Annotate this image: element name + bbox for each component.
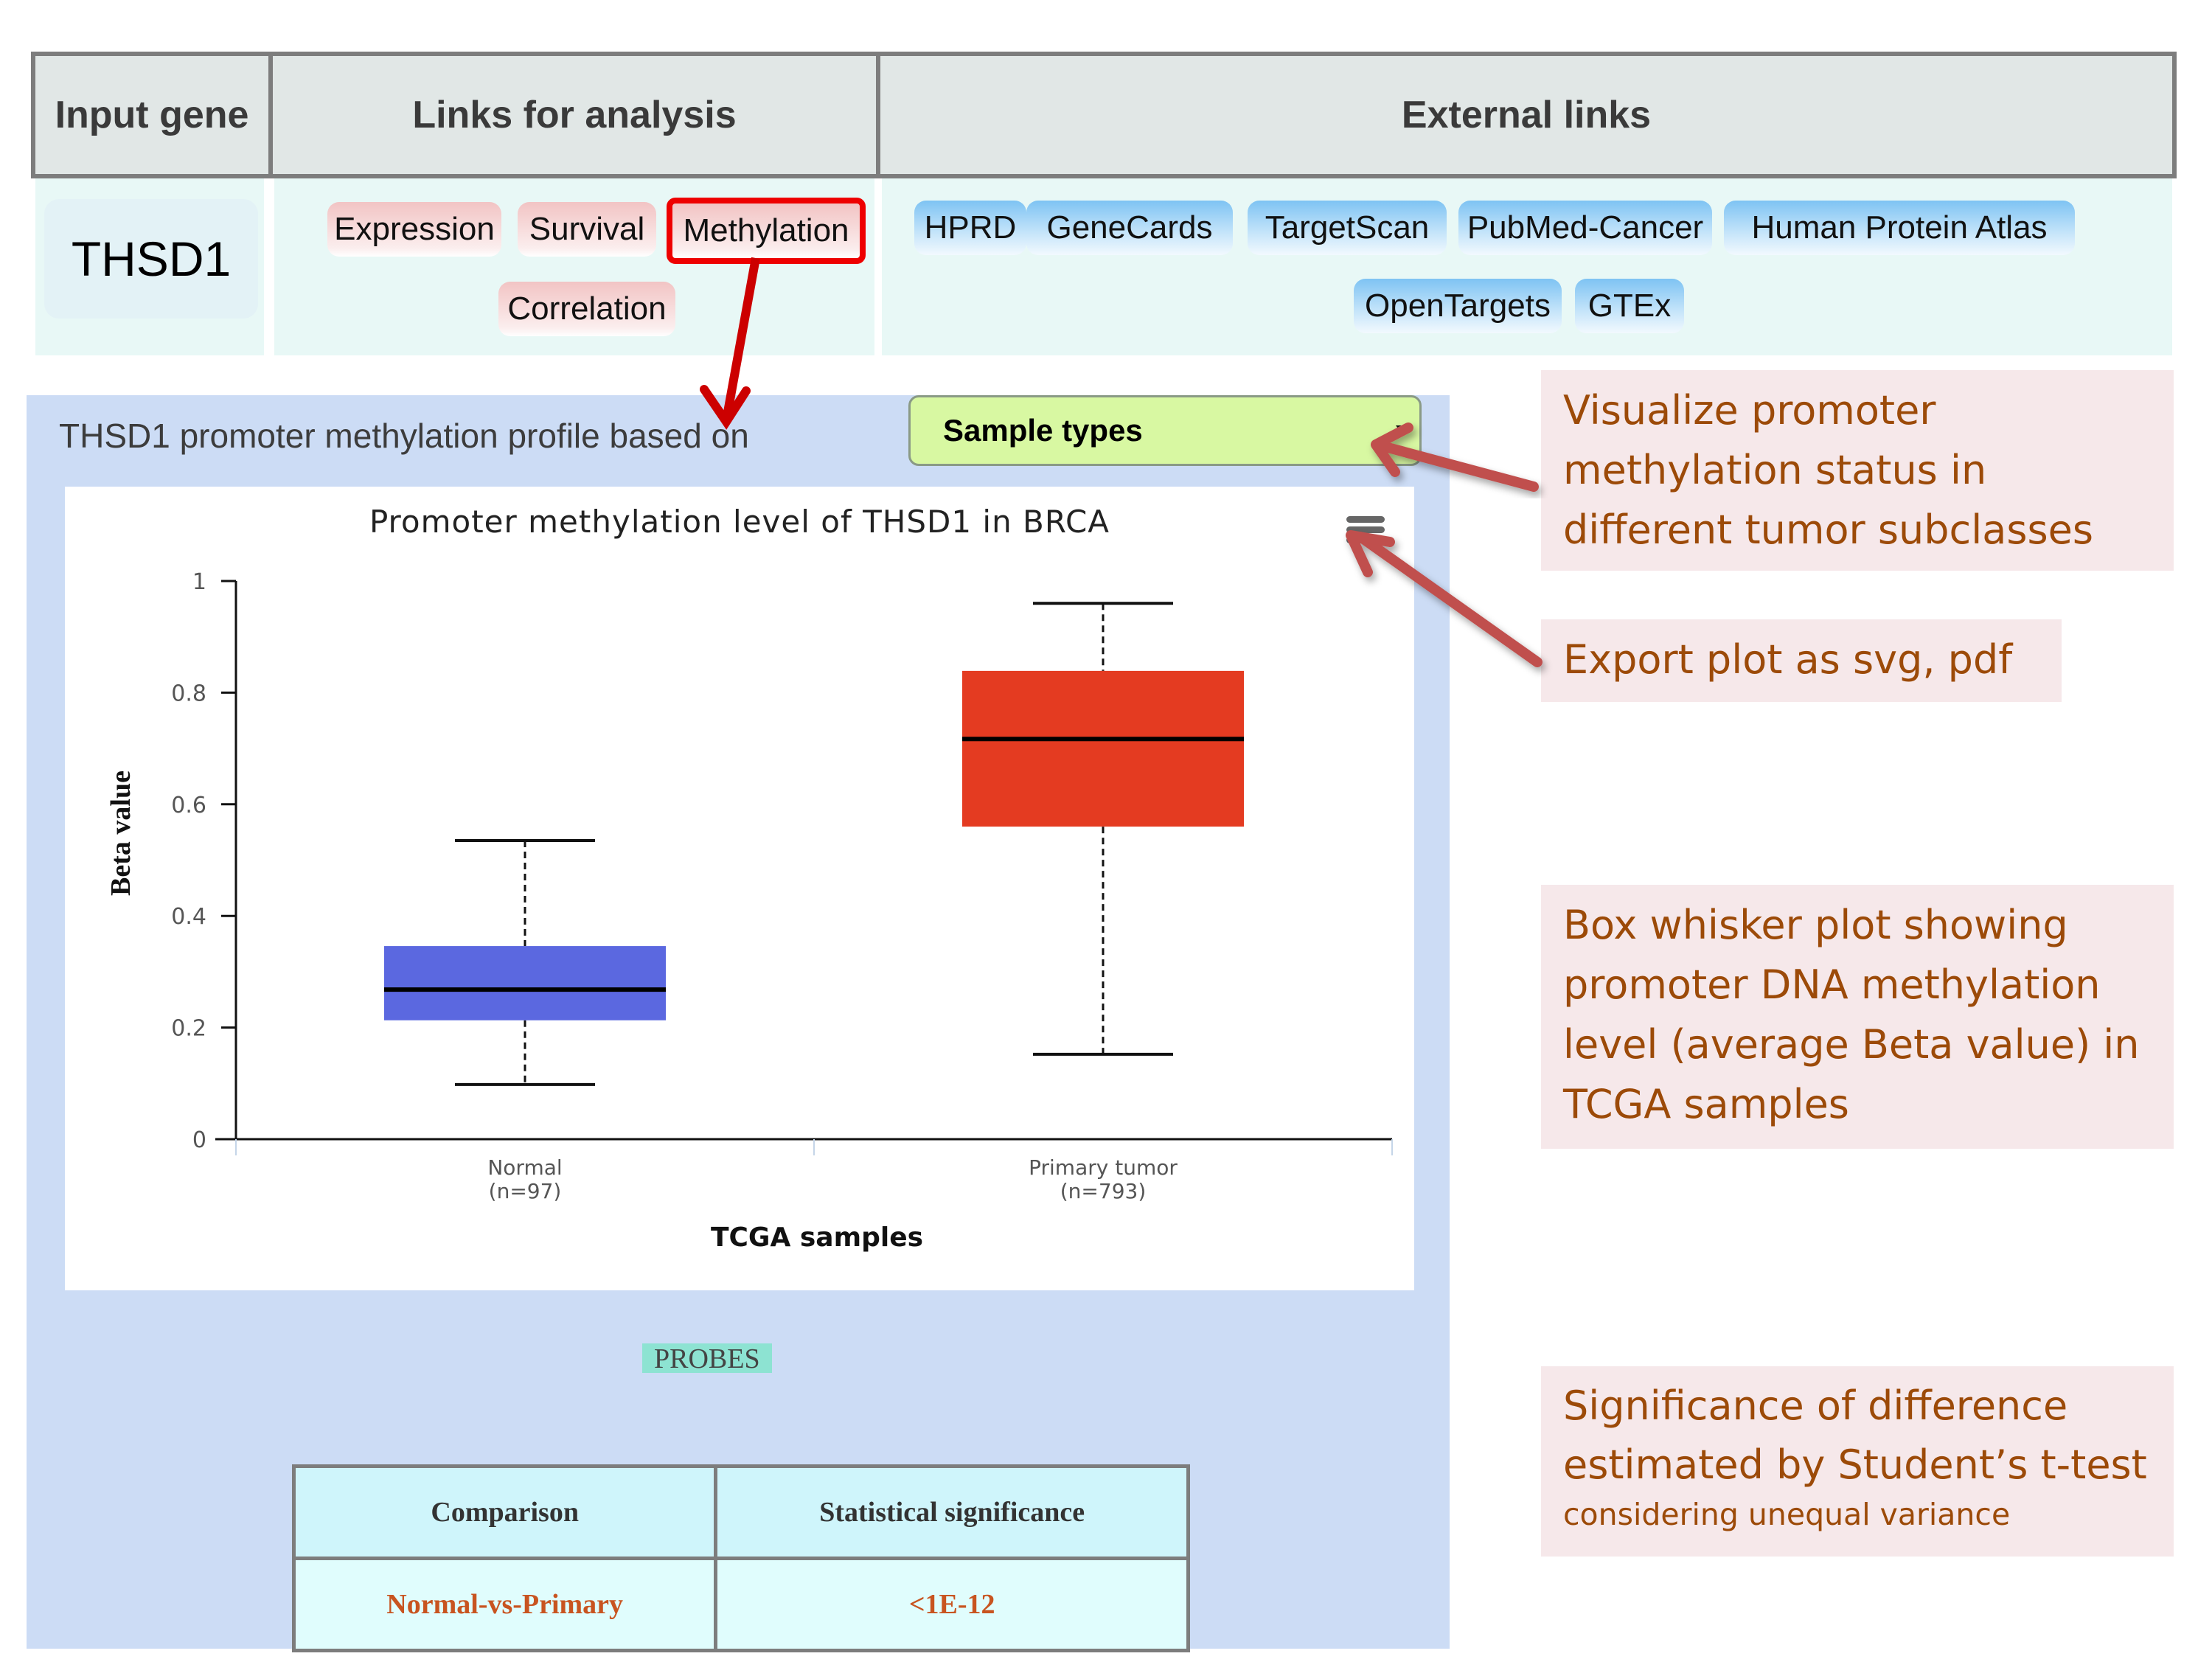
header-external-links: External links	[876, 52, 2177, 178]
gene-cell-container: THSD1	[35, 178, 264, 355]
sample-type-dropdown[interactable]: Sample types	[908, 395, 1422, 466]
x-tick-sample-count: (n=97)	[489, 1179, 562, 1203]
analysis-links-cell: Expression Survival Methylation Correlat…	[274, 178, 874, 355]
targetscan-link[interactable]: TargetScan	[1248, 201, 1447, 255]
significance-table: Comparison Statistical significance Norm…	[291, 1464, 1190, 1652]
human-protein-atlas-link[interactable]: Human Protein Atlas	[1724, 201, 2075, 255]
x-tick-sample-count: (n=793)	[1060, 1179, 1147, 1203]
y-tick-label: 0.2	[171, 1016, 206, 1042]
ttest-annotation: Significance of difference estimated by …	[1541, 1366, 2174, 1557]
correlation-link[interactable]: Correlation	[498, 282, 675, 336]
export-annotation: Export plot as svg, pdf	[1541, 619, 2062, 702]
header-links-for-analysis: Links for analysis	[268, 52, 880, 178]
hprd-link[interactable]: HPRD	[914, 201, 1026, 255]
opentargets-link[interactable]: OpenTargets	[1354, 279, 1562, 333]
gene-name: THSD1	[44, 199, 258, 319]
dropdown-value: Sample types	[943, 413, 1143, 448]
pubmed-cancer-link[interactable]: PubMed-Cancer	[1458, 201, 1712, 255]
x-tick-label: Primary tumor	[1029, 1155, 1178, 1180]
y-tick-label: 0.6	[171, 793, 206, 818]
chevron-down-icon	[1396, 425, 1409, 434]
ttest-annotation-sub: considering unequal variance	[1563, 1497, 2011, 1532]
comparison-header: Comparison	[291, 1464, 718, 1560]
expression-link[interactable]: Expression	[327, 202, 501, 257]
comparison-cell: Normal-vs-Primary	[291, 1557, 718, 1652]
y-tick-label: 0.8	[171, 681, 206, 706]
table-row: Normal-vs-Primary <1E-12	[291, 1557, 1190, 1652]
chart-title: Promoter methylation level of THSD1 in B…	[369, 504, 1110, 540]
y-tick-label: 0	[192, 1127, 206, 1153]
methylation-panel: THSD1 promoter methylation profile based…	[27, 395, 1450, 1652]
survival-link[interactable]: Survival	[518, 202, 656, 257]
ttest-annotation-main: Significance of difference estimated by …	[1563, 1382, 2147, 1488]
box-normal	[384, 946, 666, 1020]
profile-label: THSD1 promoter methylation profile based…	[59, 417, 749, 455]
external-links-cell: HPRD GeneCards TargetScan PubMed-Cancer …	[882, 178, 2172, 355]
significance-cell: <1E-12	[714, 1557, 1190, 1652]
x-axis-label: TCGA samples	[711, 1222, 923, 1253]
y-tick-label: 1	[192, 569, 206, 595]
significance-header: Statistical significance	[714, 1464, 1190, 1560]
y-tick-label: 0.4	[171, 904, 206, 930]
boxplot-chart: Promoter methylation level of THSD1 in B…	[105, 504, 1393, 1253]
boxplot-card: Promoter methylation level of THSD1 in B…	[65, 487, 1414, 1290]
y-axis-label: Beta value	[105, 771, 136, 896]
methylation-link[interactable]: Methylation	[667, 198, 866, 264]
boxplot-annotation: Box whisker plot showing promoter DNA me…	[1541, 885, 2174, 1149]
gtex-link[interactable]: GTEx	[1575, 279, 1684, 333]
genecards-link[interactable]: GeneCards	[1026, 201, 1233, 255]
header-input-gene: Input gene	[31, 52, 273, 178]
hamburger-menu-icon[interactable]	[1346, 516, 1385, 546]
probes-button[interactable]: PROBES	[642, 1343, 772, 1374]
box-primary-tumor	[962, 670, 1244, 827]
dropdown-annotation: Visualize promoter methylation status in…	[1541, 370, 2174, 571]
x-tick-label: Normal	[487, 1155, 562, 1180]
